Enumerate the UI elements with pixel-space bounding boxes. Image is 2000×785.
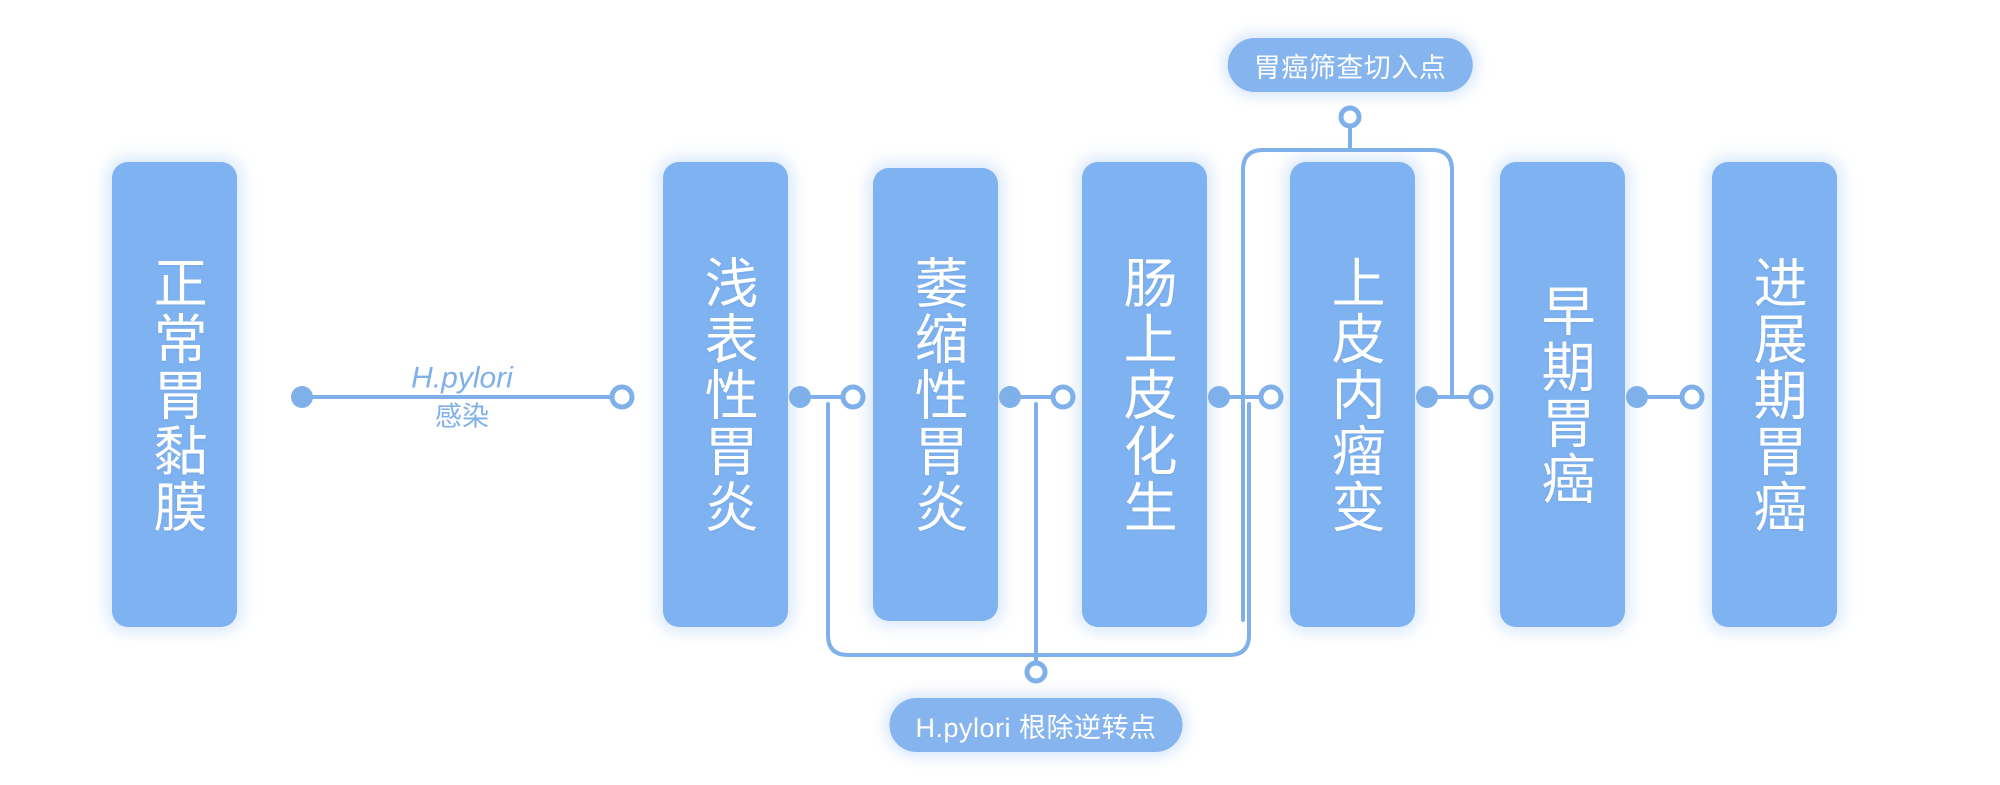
bracket-screening-entry	[1241, 124, 1454, 622]
stage-node-label: 肠上皮化生	[1115, 254, 1176, 535]
annotation-pill-label: 胃癌筛查切入点	[1253, 52, 1447, 83]
edge-endpoint-markers	[291, 105, 1705, 684]
stage-node-label: 上皮内瘤变	[1323, 254, 1384, 535]
stage-node-late-cancer[interactable]: 进展期胃癌	[1712, 162, 1837, 627]
stage-node-label: 萎缩性胃炎	[906, 254, 967, 535]
stage-node-metaplasia[interactable]: 肠上皮化生	[1082, 162, 1207, 627]
edge-circle-e4	[1258, 384, 1284, 410]
edge-dot-e4	[1208, 386, 1230, 408]
edge-dot-e3	[999, 386, 1021, 408]
annotation-pill-screening-entry[interactable]: 胃癌筛查切入点	[1227, 38, 1473, 92]
annotation-marker-hpylori-eradication-reversal	[1024, 660, 1048, 684]
stage-node-normal[interactable]: 正常胃黏膜	[112, 162, 237, 627]
edge-circle-e6	[1679, 384, 1705, 410]
edge-dot-e5	[1416, 386, 1438, 408]
stage-node-atrophic[interactable]: 萎缩性胃炎	[873, 168, 998, 621]
stage-node-superficial[interactable]: 浅表性胃炎	[663, 162, 788, 627]
edge-circle-e5	[1468, 384, 1494, 410]
edge-circle-e1	[609, 384, 635, 410]
stage-node-label: 浅表性胃炎	[696, 254, 757, 535]
annotation-pill-label: H.pylori 根除逆转点	[915, 712, 1157, 743]
edge-dot-e1	[291, 386, 313, 408]
edge-dot-e2	[789, 386, 811, 408]
edge-circle-e2	[840, 384, 866, 410]
edge-dot-e6	[1626, 386, 1648, 408]
stage-node-label: 早期胃癌	[1533, 282, 1594, 507]
bracket-hpylori-eradication-reversal	[826, 402, 1251, 665]
stage-node-label: 正常胃黏膜	[145, 254, 206, 535]
stage-node-neoplasia[interactable]: 上皮内瘤变	[1290, 162, 1415, 627]
stage-node-early-cancer[interactable]: 早期胃癌	[1500, 162, 1625, 627]
edge-circle-e3	[1050, 384, 1076, 410]
annotation-marker-screening-entry	[1338, 105, 1362, 129]
annotation-pill-hpylori-eradication-reversal[interactable]: H.pylori 根除逆转点	[889, 698, 1183, 752]
stage-node-label: 进展期胃癌	[1745, 254, 1806, 535]
